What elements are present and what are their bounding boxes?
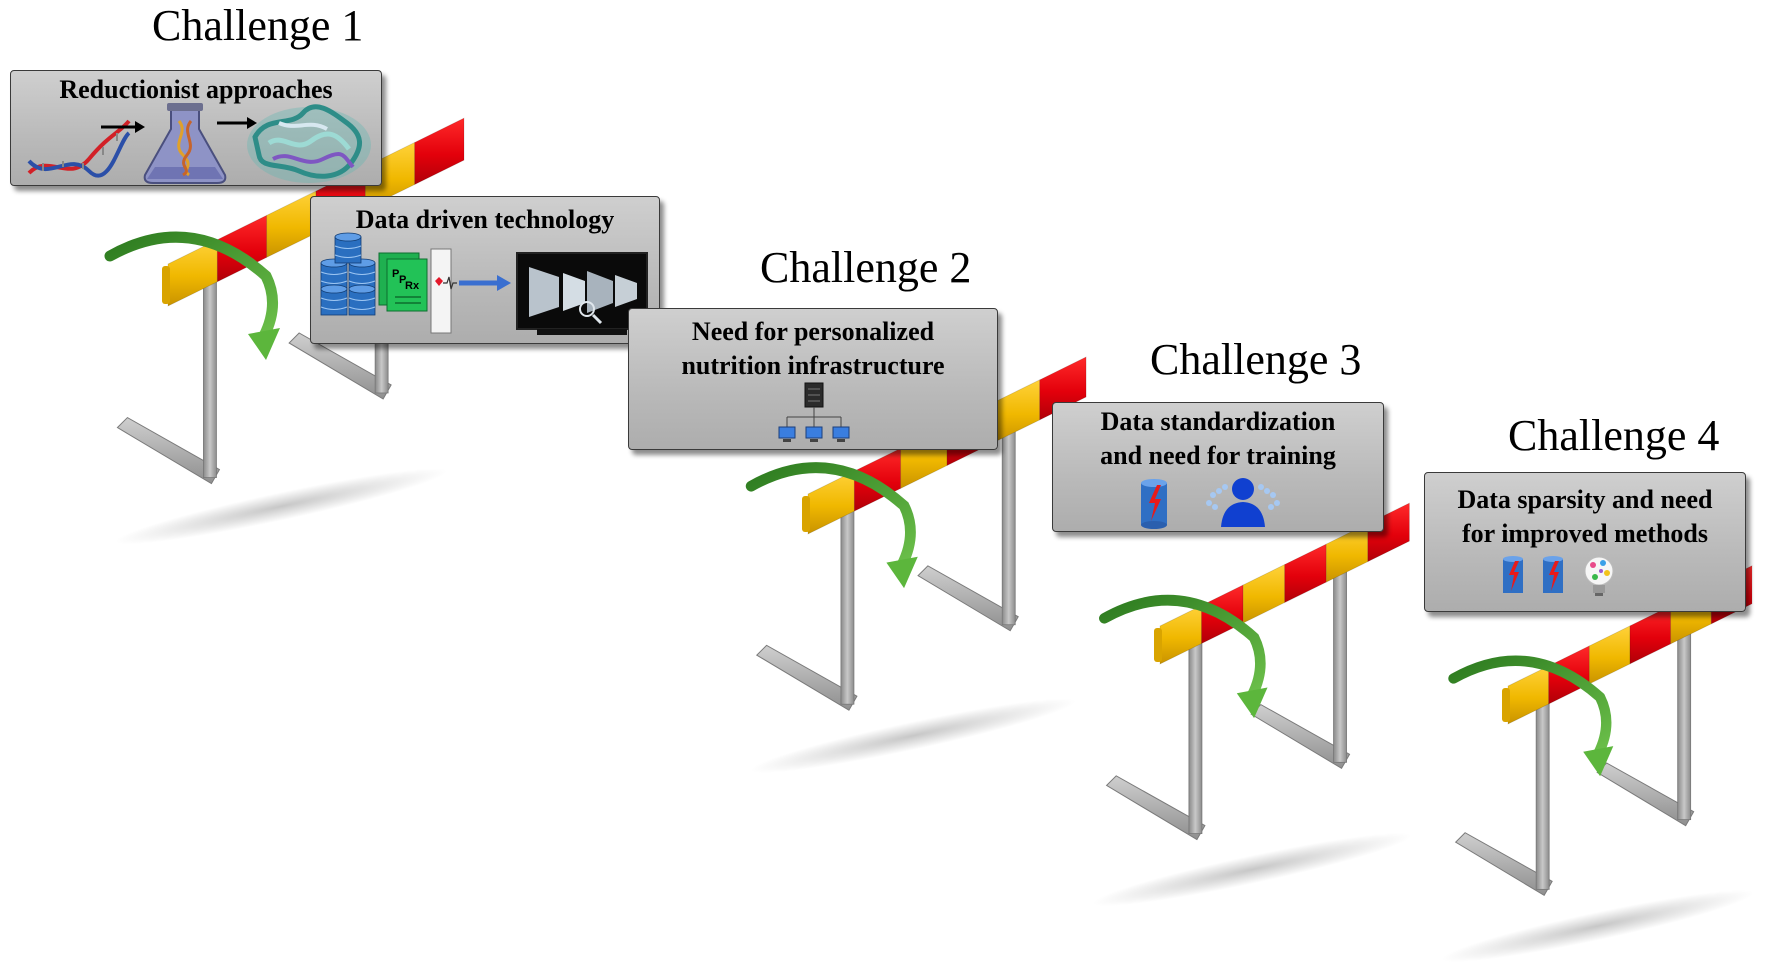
hurdle-foot [288, 332, 392, 400]
hurdle-yellow-segment [1588, 625, 1631, 685]
panel-title-line: for improved methods [1461, 519, 1709, 548]
arrow-icon [217, 117, 257, 129]
panel-title-line: nutrition infrastructure [681, 351, 945, 380]
monitor-icon [516, 252, 648, 335]
sparsity-panel: Data sparsity and need for improved meth… [1424, 472, 1746, 612]
hurdle-foot [1596, 762, 1695, 827]
ground-shadow [750, 698, 1077, 773]
standardization-illustration [1141, 478, 1280, 529]
reductionist-title: Reductionist approaches [11, 73, 381, 107]
hurdle-post [203, 281, 217, 478]
hurdle-post [1535, 702, 1550, 890]
protein-icon [247, 104, 371, 183]
database-icon [320, 232, 376, 316]
reductionist-panel: Reductionist approaches [10, 70, 382, 186]
flask-icon [143, 103, 227, 184]
data-driven-panel: Data driven technology P P Rx [310, 196, 660, 344]
ground-shadow [1092, 832, 1412, 907]
person-icon [1206, 478, 1280, 527]
infrastructure-title: Need for personalized nutrition infrastr… [629, 315, 997, 383]
infrastructure-panel: Need for personalized nutrition infrastr… [628, 308, 998, 450]
hurdle-end-cap [162, 266, 170, 304]
panel-title-line: Need for personalized [691, 317, 935, 346]
standardization-panel: Data standardization and need for traini… [1052, 402, 1384, 532]
data-cylinder-icon [1141, 479, 1167, 529]
hurdle-yellow-segment [266, 190, 317, 259]
hurdle-post [1677, 633, 1692, 821]
ground-shadow [114, 468, 448, 545]
data-cylinder-icon [1543, 556, 1563, 593]
hurdle-red-segment [1039, 356, 1087, 421]
hurdle-red-segment [414, 117, 465, 186]
hurdle-yellow-segment [992, 379, 1041, 444]
panel-title-line: Data standardization [1100, 407, 1336, 436]
challenge-2-heading: Challenge 2 [760, 243, 972, 292]
prescription-p1: P [392, 268, 399, 280]
hurdle-yellow-segment [1242, 563, 1286, 624]
hurdle-end-cap [802, 496, 810, 532]
jump-arrow-icon [1448, 655, 1614, 777]
challenge-4-heading: Challenge 4 [1508, 411, 1720, 460]
hurdle-post [840, 510, 855, 705]
hurdle-foot [917, 565, 1019, 632]
challenge-3-heading: Challenge 3 [1150, 335, 1362, 384]
data-driven-illustration: P P Rx [320, 232, 648, 335]
standardization-title: Data standardization and need for traini… [1053, 405, 1383, 473]
hurdle-end-cap [1154, 628, 1162, 662]
hurdle-foot [755, 644, 858, 711]
arrow-icon [459, 275, 511, 291]
hurdle-post [1188, 642, 1203, 834]
panel-title-line: and need for training [1100, 441, 1336, 470]
reductionist-illustration [27, 103, 371, 184]
panel-title-line: Data driven technology [355, 205, 615, 234]
challenge-1-heading: Challenge 1 [152, 1, 364, 50]
network-icon [778, 382, 850, 442]
jump-arrow-icon [104, 231, 280, 360]
hurdle-red-segment [1284, 543, 1327, 604]
panel-title-line: Reductionist approaches [59, 75, 333, 104]
hurdle-red-segment [1629, 605, 1672, 665]
hurdle-end-cap [1502, 688, 1510, 722]
heart-monitor-icon [430, 248, 457, 334]
lightbulb-icon [1584, 556, 1614, 596]
hurdle-foot [1454, 832, 1553, 897]
hurdle-post [1001, 430, 1016, 626]
hurdle-red-segment [1367, 502, 1410, 563]
infrastructure-illustration [778, 382, 850, 442]
arrow-icon [101, 121, 145, 133]
sparsity-illustration [1503, 556, 1614, 596]
sparsity-title: Data sparsity and need for improved meth… [1425, 483, 1745, 551]
prescription-icon: P P Rx [378, 252, 428, 312]
data-cylinder-icon [1503, 556, 1523, 593]
hurdle-1 [104, 117, 465, 485]
hurdle-foot [1105, 775, 1206, 841]
data-driven-title: Data driven technology [311, 203, 659, 237]
jump-arrow-icon [745, 462, 918, 589]
hurdle-4 [1448, 565, 1753, 897]
jump-arrow-icon [1099, 594, 1268, 719]
prescription-p2: P [399, 274, 406, 286]
hurdle-3 [1099, 502, 1410, 841]
hurdle-foot [116, 416, 221, 485]
dna-icon [27, 119, 131, 178]
panel-title-line: Data sparsity and need [1457, 485, 1713, 514]
hurdle-post [1333, 571, 1347, 763]
hurdle-foot [1250, 703, 1351, 770]
ground-shadow [1441, 890, 1755, 963]
prescription-rx: Rx [405, 280, 420, 292]
